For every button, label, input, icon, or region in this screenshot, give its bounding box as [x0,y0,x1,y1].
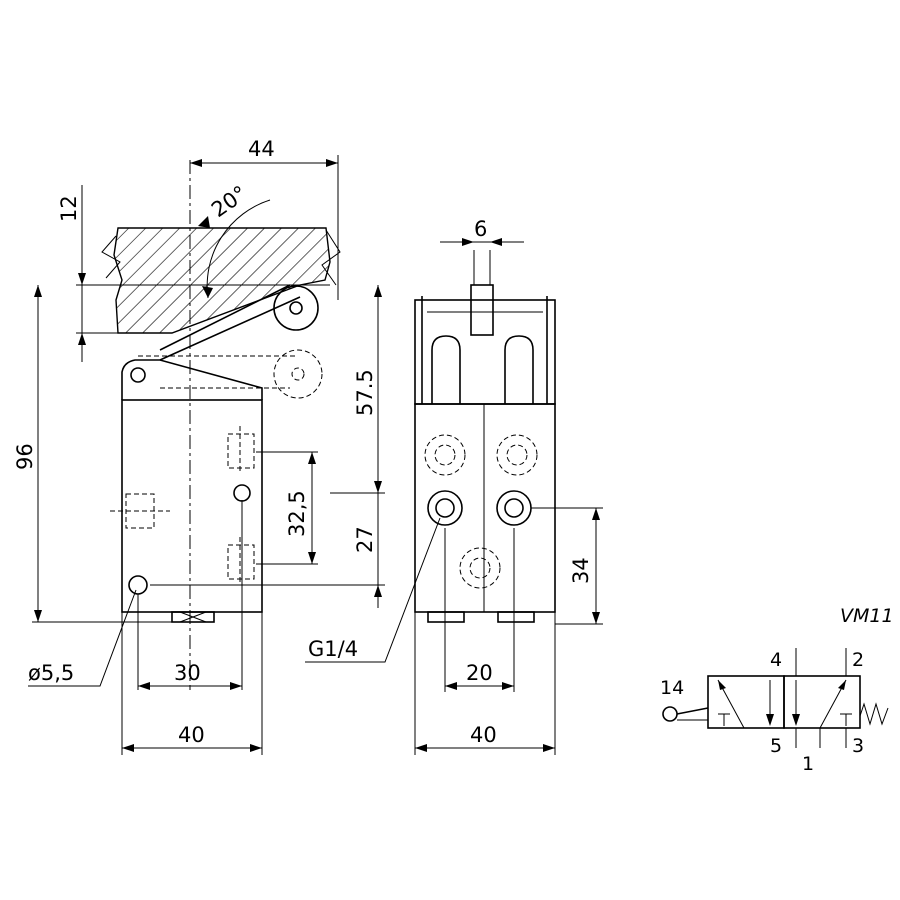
port-right [496,490,532,526]
port-thread-label: G1/4 [308,637,358,661]
dim-base-width-right: 40 [470,723,497,747]
model-label: VM11 [840,605,894,627]
left-view: 44 12 20° 96 57.5 27 32,5 30 40 ø5,5 [13,137,385,755]
port-4: 4 [770,649,782,671]
dim-port-spacing: 32,5 [285,490,309,537]
roller-idle [273,349,323,399]
dim-total-height: 96 [13,443,37,470]
roller-pressed [273,285,319,331]
mount-hole-bottom [128,575,148,595]
pneumatic-symbol: VM11 14 4 2 5 1 3 [660,605,894,775]
port-5: 5 [770,735,782,757]
dim-height-lower: 27 [353,526,377,553]
dim-hole-spacing: 30 [174,661,201,685]
dim-top-width: 44 [248,137,275,161]
port-1: 1 [802,753,814,775]
dim-port-pitch: 20 [466,661,493,685]
dim-stem-width: 6 [474,217,487,241]
plunger [470,284,494,336]
port-3: 3 [852,735,864,757]
dim-hole-diameter: ø5,5 [28,661,74,685]
mount-hole-mid [233,484,251,502]
port-2: 2 [852,649,864,671]
port-left [427,490,463,526]
dim-height-upper: 57.5 [353,369,377,416]
port-14: 14 [660,677,684,699]
valve-body-side [121,399,263,613]
front-view: 6 34 20 40 G1/4 [305,217,603,755]
dim-base-width-left: 40 [178,723,205,747]
cam-plate [113,227,331,334]
dim-port-height: 34 [569,557,593,584]
dim-roller-offset: 12 [57,195,81,222]
dim-angle: 20° [207,181,251,222]
